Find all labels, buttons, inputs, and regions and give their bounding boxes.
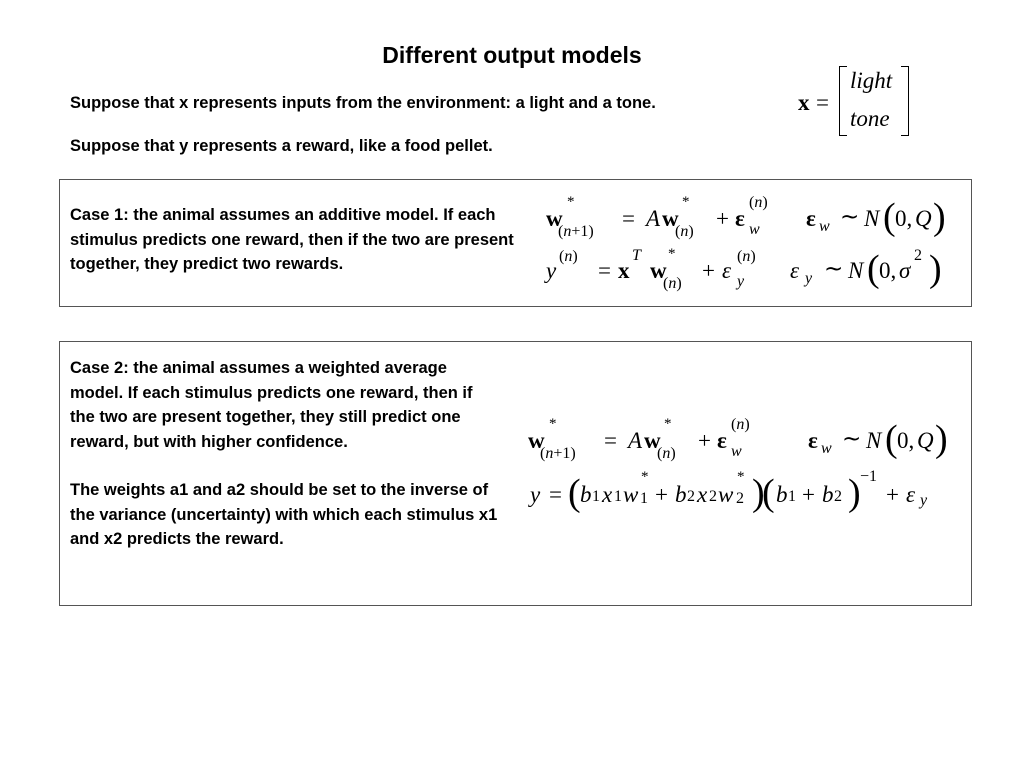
case-1-state-noise: ε w ∼ N ( 0, Q ) <box>806 196 946 238</box>
right-bracket <box>901 66 909 136</box>
x-vector-equation: x = light tone <box>798 66 918 140</box>
case-2-observation-equation: y = ( b 1 x 1 w * 1 + b 2 x 2 w * 2 ) ( … <box>530 468 928 514</box>
case-2-paragraph-2: The weights a1 and a2 should be set to t… <box>70 481 498 548</box>
intro-line-y: Suppose that y represents a reward, like… <box>70 137 493 155</box>
x-vector-symbol: x <box>798 90 810 115</box>
case-2-box: Case 2: the animal assumes a weighted av… <box>59 341 972 606</box>
x-vector-entry-tone: tone <box>850 106 890 131</box>
case-2-state-noise: ε w ∼ N ( 0, Q ) <box>808 418 948 460</box>
case-1-observation-equation: y (n) = x T w * (n) + ε (n) y <box>546 246 756 292</box>
x-vector-entry-light: light <box>850 68 893 93</box>
case-1-state-equation: w * (n+1) = A w * (n) + ε (n) w <box>546 194 768 240</box>
case-1-text: Case 1: the animal assumes an additive m… <box>70 206 514 273</box>
case-1-box: Case 1: the animal assumes an additive m… <box>59 179 972 307</box>
case-2-state-equation: w * (n+1) = A w * (n) + ε (n) w <box>528 416 750 462</box>
intro-line-x: Suppose that x represents inputs from th… <box>70 94 656 112</box>
x-vector-equals: = <box>816 90 829 115</box>
left-bracket <box>839 66 847 136</box>
slide-title: Different output models <box>382 42 642 68</box>
case-1-observation-noise: ε y ∼ N ( 0, σ 2 ) <box>790 247 942 290</box>
case-2-paragraph-1: Case 2: the animal assumes a weighted av… <box>70 359 473 451</box>
case-2-text: Case 2: the animal assumes a weighted av… <box>70 356 500 552</box>
